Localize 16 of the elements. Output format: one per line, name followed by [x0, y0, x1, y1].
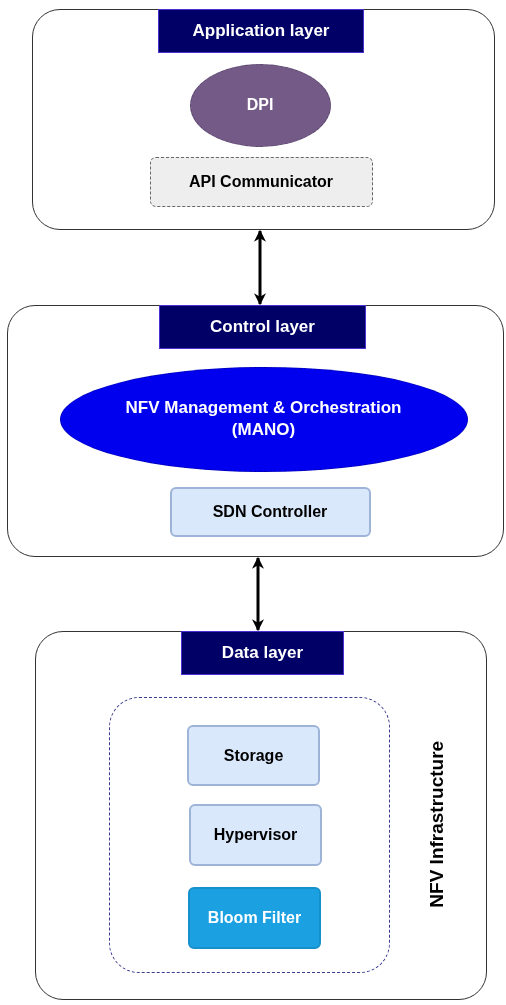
layer-panel: [32, 9, 495, 230]
process-ellipse: NFV Management & Orchestration (MANO): [59, 366, 468, 472]
layer-panel: [7, 305, 504, 557]
layer-panel: [35, 631, 487, 1000]
layer-heading: Data layer: [181, 630, 344, 675]
layer-heading: Application layer: [158, 8, 364, 53]
process-box: API Communicator: [149, 156, 373, 207]
double-arrow: [252, 556, 264, 632]
process-box: Hypervisor: [189, 804, 322, 866]
process-box: Storage: [187, 725, 320, 786]
process-box: Bloom Filter: [188, 887, 321, 949]
double-arrow: [254, 229, 266, 306]
process-ellipse: DPI: [189, 63, 331, 147]
group-label: NFV Infrastructure: [424, 740, 448, 908]
process-box: SDN Controller: [169, 486, 371, 537]
layer-heading: Control layer: [159, 304, 366, 349]
